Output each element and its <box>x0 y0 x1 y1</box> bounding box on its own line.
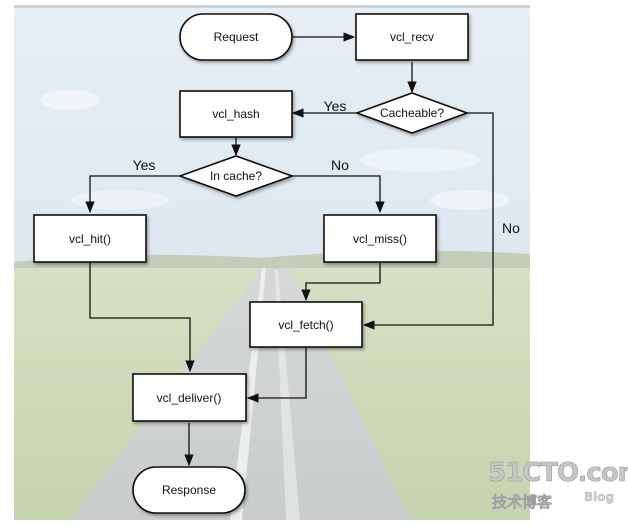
edge-incache-to-hit <box>85 175 180 214</box>
node-response: Response <box>132 466 246 514</box>
edge-incache-to-miss <box>292 175 385 214</box>
node-vcl-fetch-label: vcl_fetch() <box>278 318 333 332</box>
node-vcl-hit-label: vcl_hit() <box>69 232 111 246</box>
edge-cacheable-to-fetch <box>362 112 494 330</box>
node-vcl-hit: vcl_hit() <box>33 214 147 263</box>
node-vcl-deliver-label: vcl_deliver() <box>157 391 222 405</box>
node-vcl-hash-label: vcl_hash <box>212 107 259 121</box>
node-vcl-fetch: vcl_fetch() <box>249 301 363 348</box>
edge-hit-to-deliver <box>89 263 195 373</box>
node-vcl-deliver: vcl_deliver() <box>132 373 247 422</box>
label-incache-yes: Yes <box>133 157 156 173</box>
label-cacheable-yes: Yes <box>324 98 347 114</box>
node-in-cache-decision: In cache? <box>177 155 295 197</box>
watermark-site: 51CTO.com <box>488 458 628 488</box>
flow-edges <box>85 32 494 467</box>
edge-fetch-to-deliver <box>246 348 307 403</box>
watermark-51cto: 51CTO.com 技术博客 Blog <box>488 458 628 512</box>
node-vcl-hash: vcl_hash <box>179 90 293 138</box>
node-vcl-miss-label: vcl_miss() <box>353 232 407 246</box>
node-request: Request <box>179 13 293 61</box>
node-in-cache-label: In cache? <box>210 169 262 183</box>
watermark-blog: Blog <box>584 490 614 504</box>
node-cacheable-label: Cacheable? <box>380 106 444 120</box>
node-vcl-recv-label: vcl_recv <box>390 30 434 44</box>
node-vcl-recv: vcl_recv <box>355 13 469 61</box>
label-incache-no: No <box>331 157 349 173</box>
node-cacheable-decision: Cacheable? <box>354 92 470 134</box>
label-cacheable-no: No <box>502 220 520 236</box>
watermark-tagline: 技术博客 <box>492 493 553 511</box>
node-response-label: Response <box>162 483 216 497</box>
node-vcl-miss: vcl_miss() <box>323 214 437 263</box>
node-request-label: Request <box>214 30 259 44</box>
edge-miss-to-fetch <box>301 263 381 302</box>
